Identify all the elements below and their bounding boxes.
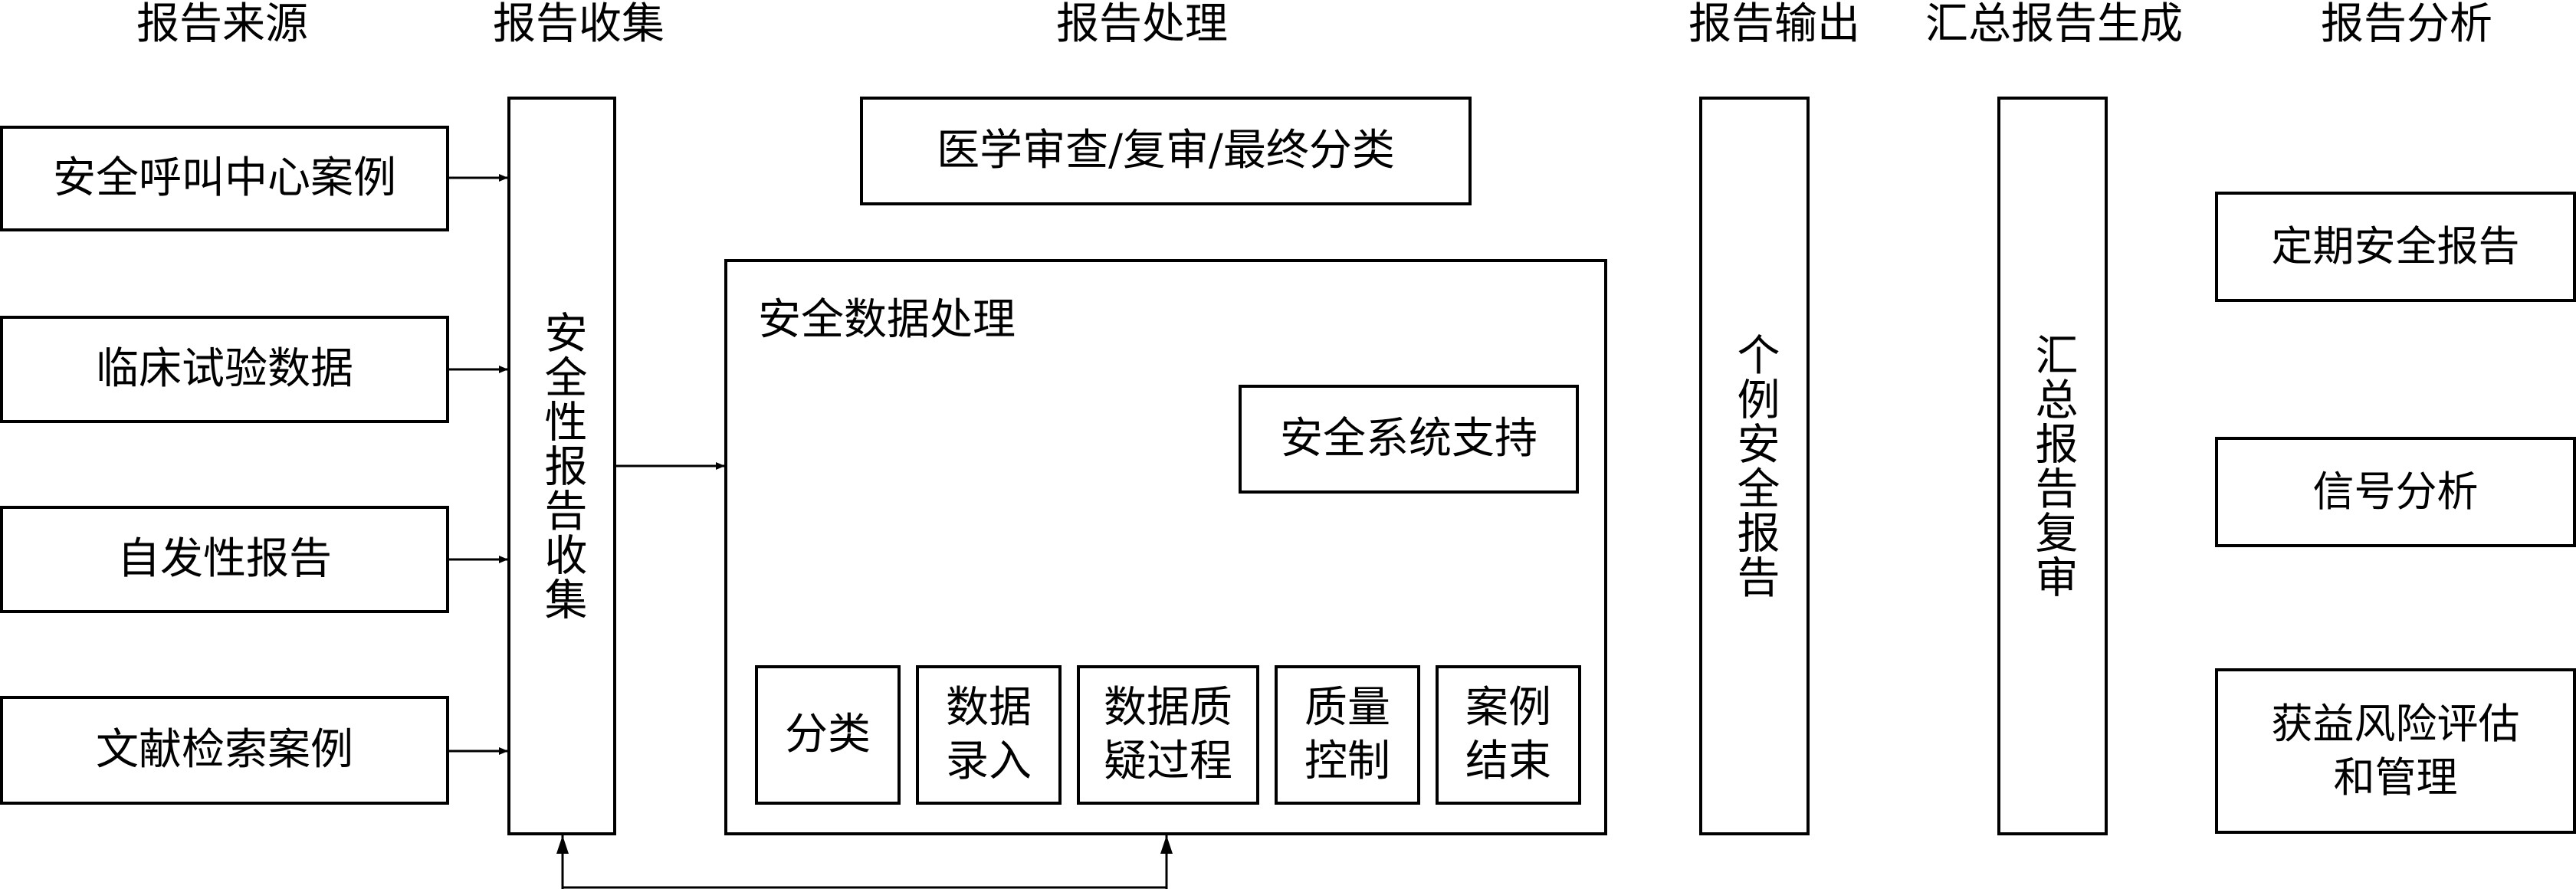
step-classification: 分类 bbox=[755, 665, 901, 805]
header-output: 报告输出 bbox=[1688, 0, 1860, 49]
header-analysis: 报告分析 bbox=[2321, 0, 2492, 49]
arrow-to-collection bbox=[556, 835, 569, 854]
header-collection: 报告收集 bbox=[493, 0, 665, 49]
step-label: 数据质 疑过程 bbox=[1104, 683, 1232, 786]
medical-review-label: 医学审查/复审/最终分类 bbox=[937, 126, 1395, 176]
summary-label: 汇总报告复审 bbox=[2028, 333, 2078, 599]
step-case-closure: 案例 结束 bbox=[1436, 665, 1581, 805]
step-quality-control: 质量 控制 bbox=[1275, 665, 1420, 805]
source-label: 文献检索案例 bbox=[96, 725, 353, 775]
collection-label: 安全性报告收集 bbox=[537, 310, 587, 622]
system-support-label: 安全系统支持 bbox=[1280, 414, 1537, 464]
summary-report-review-box: 汇总报告复审 bbox=[1997, 97, 2108, 835]
step-label: 数据 录入 bbox=[946, 683, 1032, 786]
analysis-label: 信号分析 bbox=[2312, 467, 2479, 516]
source-label: 临床试验数据 bbox=[96, 344, 353, 394]
source-label: 自发性报告 bbox=[117, 534, 332, 584]
processing-title: 安全数据处理 bbox=[758, 295, 1016, 345]
analysis-label: 定期安全报告 bbox=[2271, 222, 2520, 271]
step-data-entry: 数据 录入 bbox=[916, 665, 1062, 805]
individual-safety-report-box: 个例安全报告 bbox=[1699, 97, 1810, 835]
step-label: 分类 bbox=[785, 710, 871, 759]
source-safety-call-center: 安全呼叫中心案例 bbox=[0, 126, 449, 231]
step-label: 案例 结束 bbox=[1465, 683, 1551, 786]
analysis-label: 获益风险评估 和管理 bbox=[2271, 700, 2520, 802]
signal-analysis-box: 信号分析 bbox=[2215, 437, 2576, 547]
step-label: 质量 控制 bbox=[1304, 683, 1390, 786]
header-summary: 汇总报告生成 bbox=[1925, 0, 2183, 49]
step-data-query: 数据质 疑过程 bbox=[1077, 665, 1259, 805]
medical-review-box: 医学审查/复审/最终分类 bbox=[860, 97, 1472, 205]
periodic-safety-report-box: 定期安全报告 bbox=[2215, 192, 2576, 302]
source-label: 安全呼叫中心案例 bbox=[53, 153, 396, 203]
header-processing: 报告处理 bbox=[1056, 0, 1228, 49]
source-literature-search: 文献检索案例 bbox=[0, 696, 449, 805]
header-source: 报告来源 bbox=[136, 0, 308, 49]
safety-system-support-box: 安全系统支持 bbox=[1239, 385, 1579, 494]
benefit-risk-box: 获益风险评估 和管理 bbox=[2215, 668, 2576, 834]
arrow-to-processing bbox=[1160, 835, 1173, 854]
source-clinical-trial: 临床试验数据 bbox=[0, 316, 449, 423]
output-label: 个例安全报告 bbox=[1730, 333, 1780, 599]
safety-report-collection-box: 安全性报告收集 bbox=[507, 97, 616, 835]
source-spontaneous-report: 自发性报告 bbox=[0, 506, 449, 613]
